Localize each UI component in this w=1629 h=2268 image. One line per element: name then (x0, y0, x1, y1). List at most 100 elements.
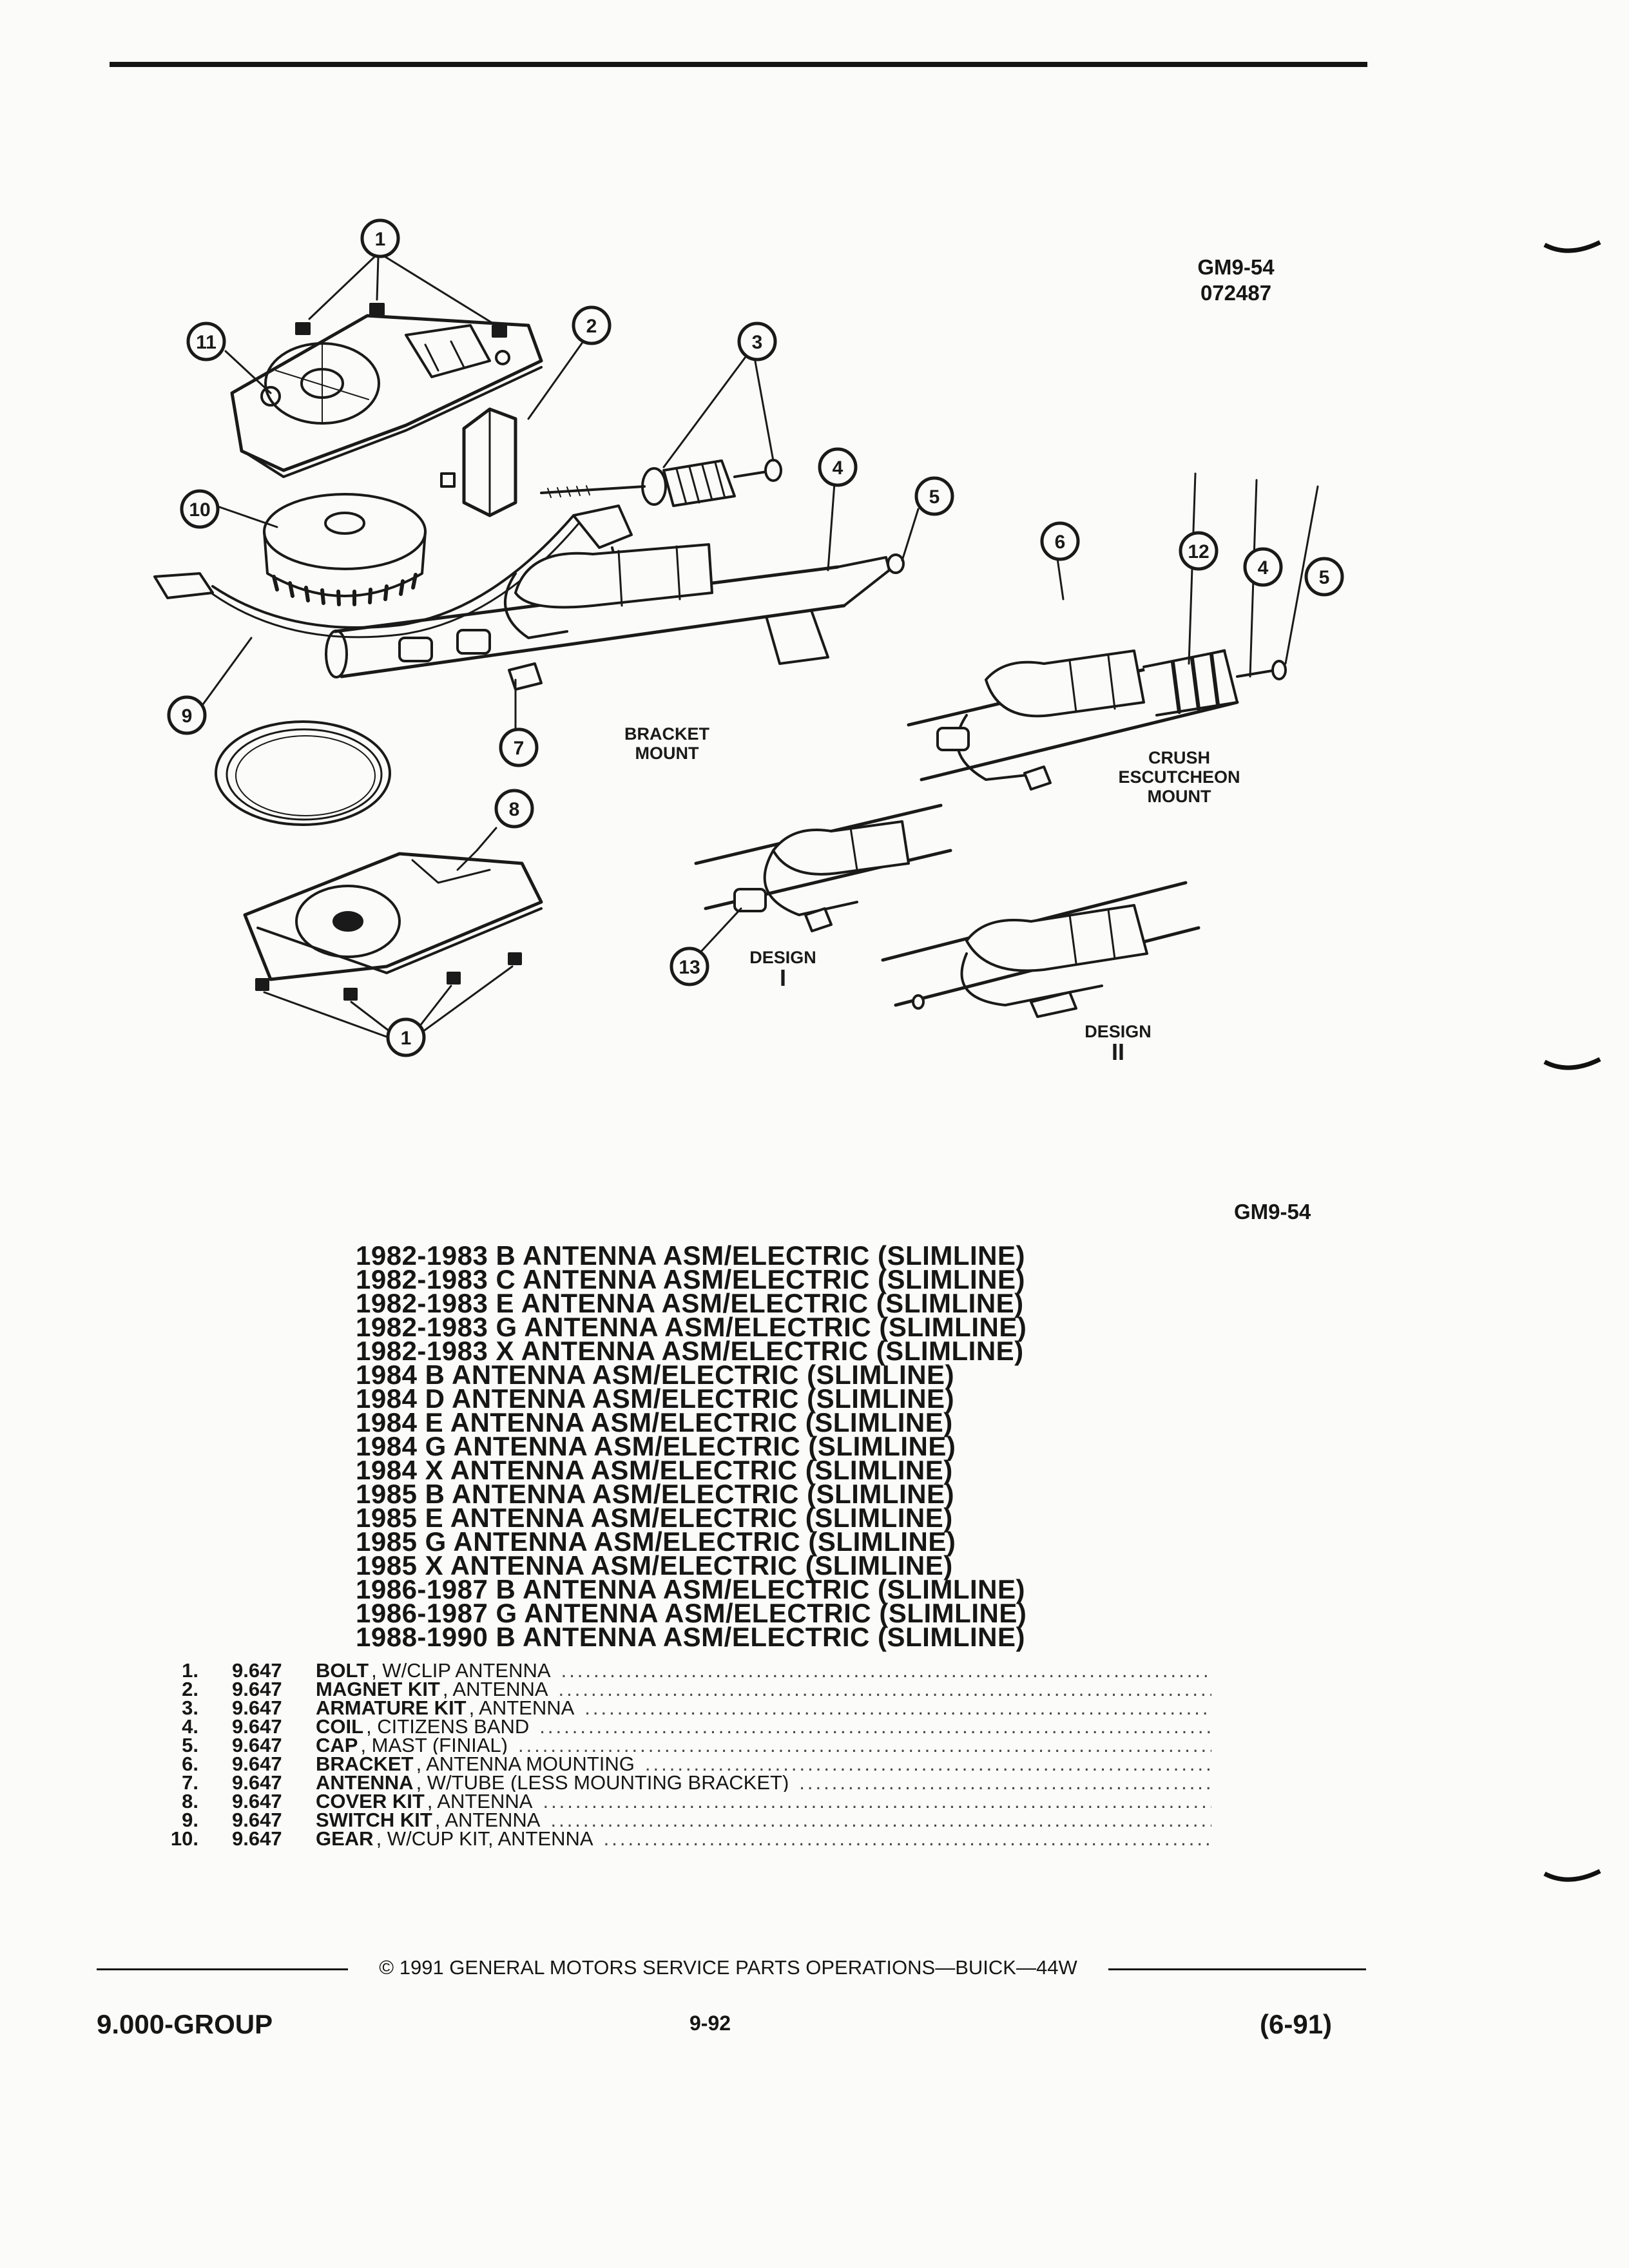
applicability-line: 1984 B ANTENNA ASM/ELECTRIC (SLIMLINE) (356, 1360, 955, 1390)
part-name: CAP (316, 1736, 358, 1754)
applicability-line: 1986-1987 B ANTENNA ASM/ELECTRIC (SLIMLI… (356, 1574, 1025, 1604)
footer-group: 9.000-GROUP (97, 2009, 273, 2039)
part-qualifier: , ANTENNA (434, 1811, 541, 1829)
callout-1-top (360, 218, 400, 258)
leader-dots: ........................................… (517, 1736, 1211, 1754)
motor-housing (230, 314, 543, 478)
leader-dots: ........................................… (558, 1680, 1211, 1698)
label-design-2: DESIGN (1084, 1022, 1152, 1041)
leader-dots: ........................................… (543, 1792, 1211, 1811)
svg-text:2: 2 (586, 316, 597, 337)
part-number: 3. (182, 1696, 198, 1719)
applicability-line: 1985 X ANTENNA ASM/ELECTRIC (SLIMLINE) (356, 1550, 953, 1581)
leader-dots: ........................................… (561, 1661, 1211, 1680)
applicability-line: 1985 B ANTENNA ASM/ELECTRIC (SLIMLINE) (356, 1479, 955, 1509)
label-bracket: BRACKET (624, 724, 710, 744)
figure-reference: GM9-54 (1234, 1200, 1311, 1224)
applicability-line: 1988-1990 B ANTENNA ASM/ELECTRIC (SLIMLI… (356, 1622, 1025, 1652)
part-row: 8. 9.647 COVER KIT, ANTENNA.............… (155, 1790, 1211, 1812)
applicability-line: 1986-1987 G ANTENNA ASM/ELECTRIC (SLIMLI… (356, 1598, 1027, 1628)
callout-3 (737, 322, 777, 361)
footer-rule-left (97, 1968, 348, 1970)
leader-dots: ........................................… (799, 1773, 1211, 1792)
leader-dots: ........................................… (550, 1811, 1211, 1829)
label-escutcheon: ESCUTCHEON (1118, 767, 1240, 787)
footer-page-number: 9-92 (689, 2012, 731, 2035)
part-row: 9. 9.647 SWITCH KIT, ANTENNA............… (155, 1809, 1211, 1831)
callout-4-right (1243, 547, 1283, 587)
magnet (440, 407, 517, 517)
applicability-line: 1984 G ANTENNA ASM/ELECTRIC (SLIMLINE) (356, 1431, 956, 1461)
part-row: 5. 9.647 CAP, MAST (FINIAL).............… (155, 1734, 1211, 1756)
group-number: 9.647 (232, 1659, 282, 1682)
callout-12 (1179, 531, 1219, 571)
part-qualifier: , ANTENNA (442, 1680, 548, 1698)
part-name: BRACKET (316, 1754, 414, 1773)
part-name: ANTENNA (316, 1773, 414, 1792)
label-crush: CRUSH (1148, 748, 1210, 767)
callout-1-bottom (386, 1017, 426, 1057)
callout-4 (818, 447, 858, 487)
callout-8 (494, 789, 534, 829)
svg-text:1: 1 (375, 229, 386, 250)
part-name: GEAR (316, 1829, 374, 1848)
svg-text:8: 8 (509, 799, 520, 820)
applicability-line: 1985 E ANTENNA ASM/ELECTRIC (SLIMLINE) (356, 1503, 953, 1533)
part-number: 9. (182, 1809, 198, 1831)
group-number: 9.647 (232, 1734, 282, 1756)
part-row: 3. 9.647 ARMATURE KIT, ANTENNA..........… (155, 1696, 1211, 1719)
svg-text:11: 11 (196, 332, 217, 353)
svg-text:5: 5 (929, 486, 940, 508)
part-number: 8. (182, 1790, 198, 1812)
label-design-1-numeral: I (780, 965, 786, 991)
part-qualifier: , ANTENNA (427, 1792, 533, 1811)
callout-13 (670, 947, 709, 986)
svg-text:6: 6 (1055, 532, 1066, 553)
group-number: 9.647 (232, 1678, 282, 1700)
part-qualifier: , W/CUP KIT, ANTENNA (376, 1829, 593, 1848)
applicability-line: 1984 X ANTENNA ASM/ELECTRIC (SLIMLINE) (356, 1455, 953, 1485)
part-name: SWITCH KIT (316, 1811, 432, 1829)
part-qualifier: , MAST (FINIAL) (360, 1736, 508, 1754)
svg-text:13: 13 (679, 957, 700, 978)
part-qualifier: , CITIZENS BAND (366, 1717, 530, 1736)
svg-text:10: 10 (189, 499, 210, 521)
cable-coil (215, 720, 391, 826)
callout-2 (572, 305, 612, 345)
footer-copyright: © 1991 GENERAL MOTORS SERVICE PARTS OPER… (379, 1956, 1077, 1979)
leader-lines (198, 253, 1319, 1045)
part-row: 4. 9.647 COIL, CITIZENS BAND............… (155, 1715, 1211, 1738)
applicability-line: 1982-1983 G ANTENNA ASM/ELECTRIC (SLIMLI… (356, 1312, 1027, 1342)
svg-text:4: 4 (833, 457, 843, 479)
part-qualifier: , ANTENNA (468, 1698, 575, 1717)
parts-list: 1. 9.647 BOLT, W/CLIP ANTENNA...........… (155, 1659, 1211, 1850)
crush-escutcheon-assembly (907, 649, 1287, 791)
part-row: 7. 9.647 ANTENNA, W/TUBE (LESS MOUNTING … (155, 1773, 1211, 1792)
part-number: 2. (182, 1678, 198, 1700)
switch-wiring (153, 505, 639, 639)
label-escutcheon-mount: MOUNT (1148, 787, 1211, 806)
applicability-line: 1982-1983 B ANTENNA ASM/ELECTRIC (SLIMLI… (356, 1240, 1025, 1271)
part-number: 1. (182, 1659, 198, 1682)
part-row: 1. 9.647 BOLT, W/CLIP ANTENNA...........… (155, 1659, 1211, 1682)
svg-text:4: 4 (1258, 557, 1269, 579)
leader-dots: ........................................… (603, 1829, 1211, 1848)
gear (263, 493, 427, 606)
part-number: 10. (170, 1827, 198, 1850)
group-number: 9.647 (232, 1696, 282, 1719)
leader-dots: ........................................… (644, 1754, 1211, 1773)
footer-date: (6-91) (1260, 2009, 1333, 2039)
group-number: 9.647 (232, 1790, 282, 1812)
binding-mark-bottom (1543, 1869, 1601, 1882)
group-number: 9.647 (232, 1753, 282, 1775)
callout-5 (914, 476, 954, 516)
svg-text:9: 9 (182, 706, 193, 727)
bolt-group-top (295, 303, 507, 338)
part-name: COIL (316, 1717, 364, 1736)
svg-text:5: 5 (1319, 567, 1330, 588)
part-row: 6. 9.647 BRACKET, ANTENNA MOUNTING......… (155, 1753, 1211, 1775)
part-number: 4. (182, 1715, 198, 1738)
antenna-tube (325, 543, 905, 691)
binding-mark-top (1543, 240, 1601, 253)
svg-text:7: 7 (514, 738, 525, 759)
